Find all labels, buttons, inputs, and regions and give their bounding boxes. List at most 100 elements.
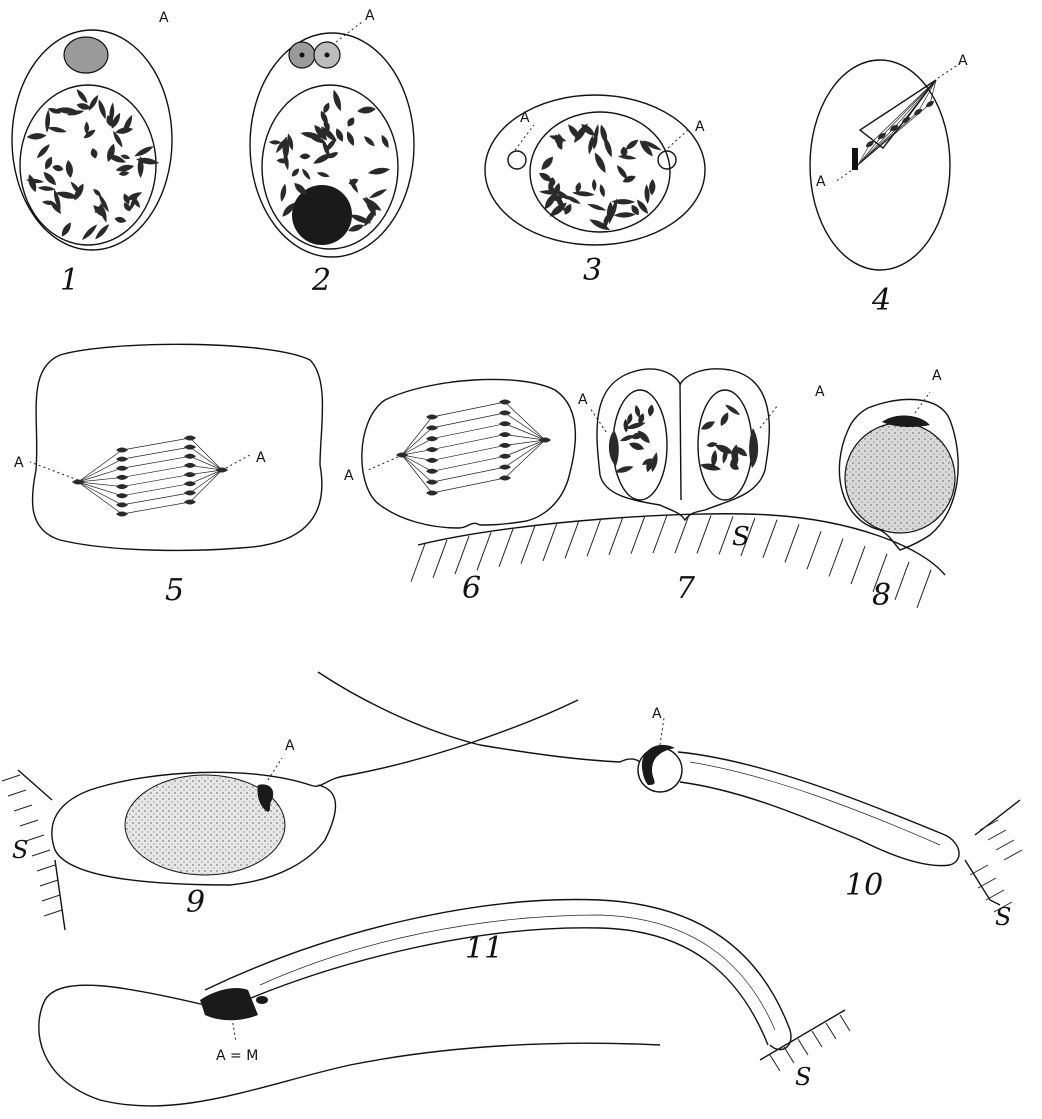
substrate-hatch: [807, 531, 821, 569]
chromosome: [48, 127, 67, 133]
chromosome: [878, 133, 886, 139]
chromosome: [499, 410, 511, 415]
figure-5-cell: [30, 344, 323, 550]
chromosome: [615, 466, 634, 473]
chromosome: [426, 458, 438, 463]
substrate-hatch: [609, 517, 623, 555]
substrate-hatch: [14, 805, 32, 811]
figure-4-marker-a-bottom: A: [816, 174, 826, 190]
chromosome: [614, 212, 636, 217]
substrate-hatch: [988, 830, 1006, 840]
chromosome: [426, 415, 438, 420]
spindle-fiber: [858, 136, 882, 165]
chromosome: [499, 443, 511, 448]
chromosome: [426, 425, 438, 430]
chromosome: [542, 157, 554, 170]
chromosome: [184, 490, 196, 495]
figure-4-cell: [810, 60, 962, 270]
spindle-fiber: [122, 484, 190, 496]
substrate-hatch: [829, 539, 843, 577]
chromosome: [323, 103, 329, 114]
spindle-fiber: [858, 128, 894, 165]
substrate-hatch: [37, 865, 55, 871]
substrate-hatch: [840, 1015, 850, 1031]
chromosome: [124, 202, 130, 211]
chromosome: [700, 464, 721, 471]
figure-7-number: 7: [676, 571, 696, 606]
chromosome: [364, 136, 375, 146]
spindle-fiber: [505, 402, 545, 440]
chromosome: [426, 447, 438, 452]
substrate-hatch: [784, 1047, 794, 1063]
substrate-hatch: [996, 840, 1014, 850]
chromosome: [99, 99, 106, 119]
substrate-hatch: [851, 546, 865, 584]
figure-9-marker-a: A: [285, 738, 295, 754]
chromosome: [115, 127, 133, 133]
substrate-hatch: [565, 520, 579, 558]
chromosome: [294, 183, 307, 195]
substrate-hatch: [812, 1031, 822, 1047]
chromosome: [45, 109, 50, 132]
figure-4-marker-a-top: A: [958, 53, 968, 69]
chromosome: [499, 432, 511, 437]
figure-7-marker-a-right: A: [815, 384, 825, 400]
figure-11-cell: [39, 900, 850, 1106]
chromosome: [721, 412, 729, 426]
figure-6-marker-a: A: [344, 468, 354, 484]
figure-1-marker-a: A: [159, 10, 169, 26]
figure-7-cell: [590, 369, 778, 520]
chromosome: [116, 475, 128, 480]
chromosome: [336, 128, 343, 141]
chromosome: [701, 421, 715, 429]
chromosome: [317, 172, 330, 177]
substrate-hatch: [433, 540, 447, 578]
chromosome: [600, 124, 607, 144]
chromosome: [627, 413, 632, 424]
figure-3-marker-a-left: A: [520, 110, 530, 126]
chromosome: [184, 472, 196, 477]
figure-10-substrate-label: S: [995, 903, 1011, 931]
figure-9-substrate-label: S: [12, 836, 28, 864]
chromosome: [77, 89, 88, 103]
figure-10-cell: [638, 718, 1022, 912]
chromosome: [134, 146, 153, 156]
spindle-fiber: [122, 456, 190, 468]
figure-3-number: 3: [583, 253, 602, 288]
chromosome: [116, 448, 128, 453]
chromosome: [93, 189, 101, 196]
chromosome: [426, 436, 438, 441]
chromosome: [66, 160, 73, 178]
chromosome: [116, 502, 128, 507]
spindle-fiber: [870, 80, 936, 144]
chromosome: [499, 400, 511, 405]
chromosome: [91, 148, 98, 158]
chromosome: [539, 173, 552, 181]
substrate-hatch: [980, 820, 998, 830]
chromosome: [121, 155, 131, 159]
chromosome: [626, 140, 639, 150]
substrate-hatch: [1004, 850, 1022, 860]
spindle-fiber: [906, 80, 936, 120]
chromosome: [618, 155, 637, 159]
substrate-hatch: [8, 790, 26, 796]
substrate-hatch: [697, 515, 711, 553]
figure-10-number: 10: [845, 868, 883, 903]
substrate-hatch: [770, 1055, 780, 1071]
chromosome: [635, 405, 640, 418]
chromosome: [357, 107, 376, 114]
chromosome: [369, 189, 387, 198]
substrate-hatch: [543, 523, 557, 561]
figure-7-substrate-label: S: [732, 522, 750, 552]
substrate-hatch: [763, 520, 777, 558]
chromosome: [28, 174, 36, 192]
chromosome: [184, 445, 196, 450]
chromosome: [426, 480, 438, 485]
chromosome: [499, 476, 511, 481]
spindle-fiber: [122, 438, 190, 450]
figure-8-marker-a: A: [932, 368, 942, 384]
chromosome: [62, 222, 71, 236]
substrate-hatch: [917, 570, 931, 608]
spindle-fiber: [78, 450, 122, 482]
chromosome: [116, 484, 128, 489]
